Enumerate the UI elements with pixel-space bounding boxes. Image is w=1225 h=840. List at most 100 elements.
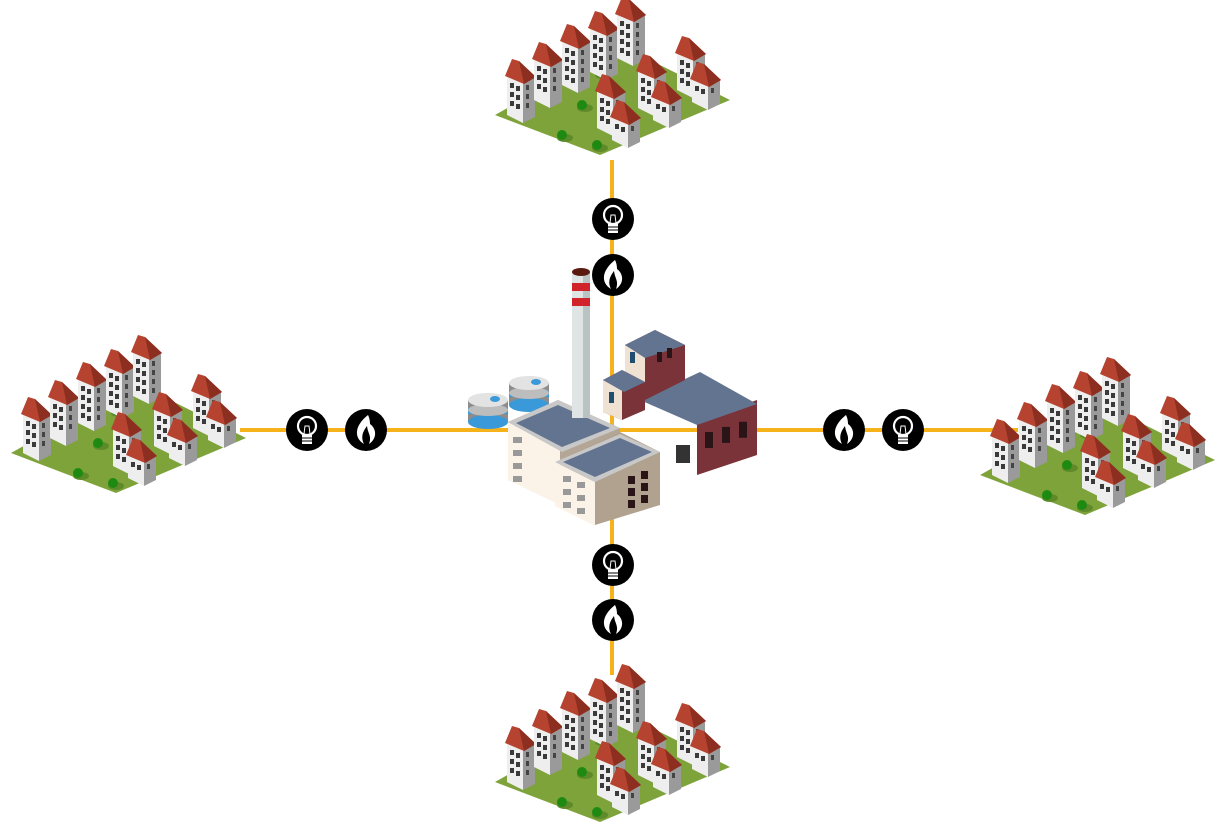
window	[122, 448, 126, 453]
window	[626, 42, 630, 47]
window	[672, 106, 675, 111]
roof-shade	[624, 769, 641, 792]
tree	[1062, 460, 1072, 470]
window	[628, 500, 635, 508]
apartment-building	[1073, 371, 1104, 440]
chimney-stripe	[572, 298, 590, 306]
building-front-wall	[590, 27, 606, 80]
window	[620, 697, 624, 702]
window	[571, 727, 575, 732]
window	[647, 90, 651, 95]
tree	[557, 130, 567, 140]
chimney-stripe	[572, 283, 590, 291]
tank-base	[468, 415, 508, 429]
flame-shape	[356, 415, 376, 444]
window	[563, 476, 571, 482]
window	[537, 742, 541, 747]
window	[1121, 401, 1124, 406]
window	[1050, 426, 1054, 431]
window	[510, 83, 514, 88]
window	[1066, 428, 1069, 433]
window	[32, 424, 36, 429]
window	[125, 375, 128, 380]
window	[526, 103, 529, 108]
window	[1196, 448, 1199, 453]
window	[516, 104, 520, 109]
building-side-wall	[550, 60, 562, 108]
window	[686, 748, 690, 753]
window	[1106, 487, 1110, 492]
window	[526, 770, 529, 775]
tree	[577, 100, 587, 110]
window	[581, 50, 584, 55]
window	[1165, 429, 1169, 434]
window	[516, 753, 520, 758]
window	[641, 763, 645, 768]
window	[606, 786, 610, 791]
window	[1147, 467, 1151, 472]
window	[722, 426, 730, 443]
window	[1132, 441, 1136, 446]
window	[87, 416, 91, 421]
window	[1180, 446, 1184, 451]
window	[142, 362, 146, 367]
window	[526, 85, 529, 90]
storage-tank	[468, 393, 508, 429]
window	[680, 69, 684, 74]
window	[1121, 410, 1124, 415]
window	[125, 402, 128, 407]
window	[97, 388, 100, 393]
window	[152, 379, 155, 384]
window	[553, 735, 556, 740]
window	[69, 406, 72, 411]
window	[686, 739, 690, 744]
roof-shade	[220, 402, 237, 425]
building-side-wall	[1063, 402, 1075, 453]
window	[543, 736, 547, 741]
window	[565, 724, 569, 729]
window	[641, 495, 648, 503]
window	[122, 457, 126, 462]
window	[641, 754, 645, 759]
window	[1121, 392, 1124, 397]
window	[157, 416, 161, 421]
roof-shade	[1109, 462, 1126, 485]
window	[217, 427, 221, 432]
window	[1078, 422, 1082, 427]
window	[1066, 437, 1069, 442]
window	[626, 709, 630, 714]
window	[636, 690, 639, 695]
window	[620, 39, 624, 44]
window	[1050, 435, 1054, 440]
window	[656, 771, 660, 776]
window	[571, 78, 575, 83]
window	[1028, 447, 1032, 452]
window	[26, 439, 30, 444]
window	[513, 450, 522, 456]
roof-shade	[62, 382, 79, 405]
roof-shade	[546, 711, 563, 734]
window	[227, 426, 230, 431]
roof-shade	[205, 376, 222, 399]
apartment-building	[48, 380, 79, 446]
roof-shade	[602, 680, 619, 703]
building-side-wall	[144, 456, 156, 486]
building-front-wall	[133, 351, 149, 404]
roof-shade	[624, 102, 641, 125]
window	[711, 88, 714, 93]
window	[537, 733, 541, 738]
window	[609, 37, 612, 42]
window	[136, 359, 140, 364]
window	[26, 421, 30, 426]
window	[626, 24, 630, 29]
building-side-wall	[550, 727, 562, 775]
window	[1056, 429, 1060, 434]
window	[510, 92, 514, 97]
roof-shade	[1094, 436, 1111, 459]
window	[537, 84, 541, 89]
window	[641, 745, 645, 750]
window	[647, 757, 651, 762]
house	[206, 400, 237, 448]
window	[620, 30, 624, 35]
